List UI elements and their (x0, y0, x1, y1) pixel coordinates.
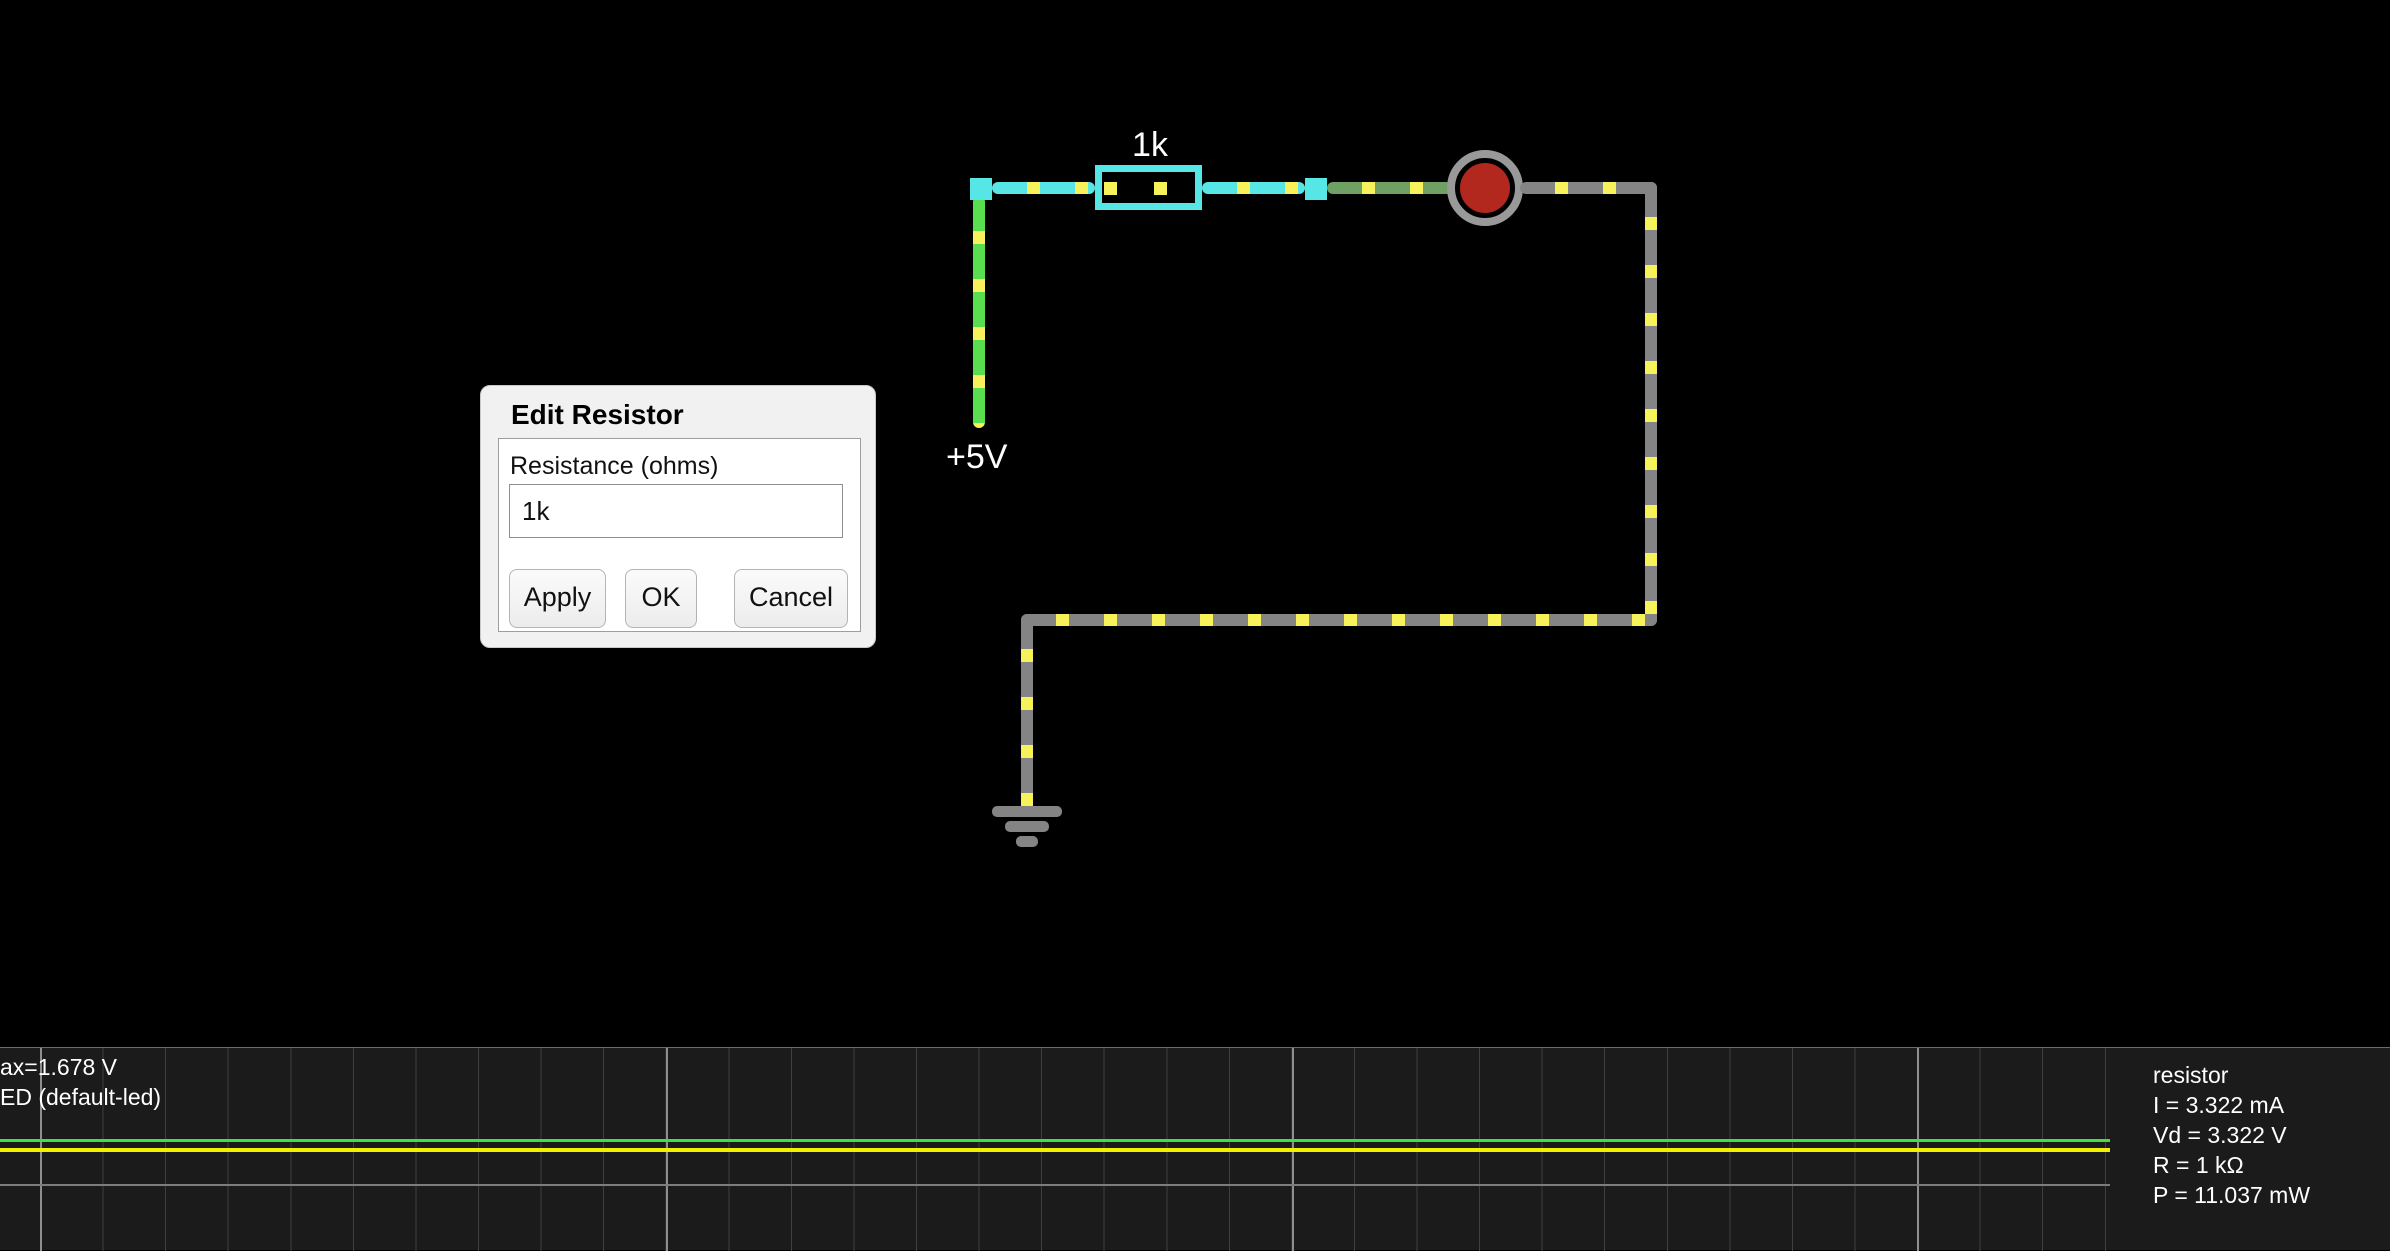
scope-baseline (0, 1184, 2110, 1186)
current-trace (0, 1148, 2110, 1152)
ground-bar-2[interactable] (1005, 821, 1049, 832)
scope-info-title: resistor (2153, 1062, 2229, 1088)
dialog-body: Resistance (ohms) Apply OK Cancel (498, 438, 861, 632)
ground-bar-3[interactable] (1016, 836, 1038, 847)
scope-info-line: Vd = 3.322 V (2153, 1122, 2287, 1148)
wire-bottom-horizontal[interactable] (1021, 614, 1657, 626)
dialog-title[interactable]: Edit Resistor (511, 399, 684, 430)
resistance-input[interactable] (509, 484, 843, 538)
ok-button[interactable]: OK (625, 569, 697, 628)
oscilloscope-panel: ax=1.678 V ED (default-led) resistor I =… (0, 1047, 2390, 1251)
scope-info-line: R = 1 kΩ (2153, 1152, 2244, 1178)
scope-info-block: resistor I = 3.322 mA Vd = 3.322 V R = 1… (2153, 1060, 2310, 1210)
source-voltage-label: +5V (946, 438, 1008, 476)
scope-plot[interactable] (0, 1048, 2110, 1251)
scope-element-label: ED (default-led) (0, 1084, 162, 1110)
scope-max-label: ax=1.678 V (0, 1054, 118, 1080)
wire-ground-vertical[interactable] (1021, 614, 1033, 812)
edit-resistor-dialog: Edit Resistor Resistance (ohms) Apply OK… (480, 385, 876, 648)
wire-resistor-to-led[interactable] (1327, 182, 1452, 194)
resistor-current-dots (1104, 182, 1193, 195)
ground-bar-1[interactable] (992, 806, 1062, 817)
wire-resistor-lead-left[interactable] (992, 182, 1095, 194)
scope-info-line: I = 3.322 mA (2153, 1092, 2285, 1118)
led[interactable] (1447, 150, 1523, 226)
resistor-endpoint-handle-left[interactable] (970, 178, 992, 200)
scope-info-line: P = 11.037 mW (2153, 1182, 2311, 1208)
wire-source-vertical[interactable] (973, 196, 985, 428)
resistance-label: Resistance (ohms) (510, 452, 719, 480)
wire-resistor-lead-right[interactable] (1202, 182, 1305, 194)
resistor-endpoint-handle-right[interactable] (1305, 178, 1327, 200)
led-die (1460, 163, 1510, 213)
wire-right-vertical[interactable] (1645, 182, 1657, 626)
apply-button[interactable]: Apply (509, 569, 606, 628)
resistor-value-label: 1k (1132, 126, 1168, 164)
voltage-trace (0, 1139, 2110, 1142)
cancel-button[interactable]: Cancel (734, 569, 848, 628)
resistor[interactable] (1095, 165, 1202, 210)
wire-led-to-corner[interactable] (1520, 182, 1657, 194)
